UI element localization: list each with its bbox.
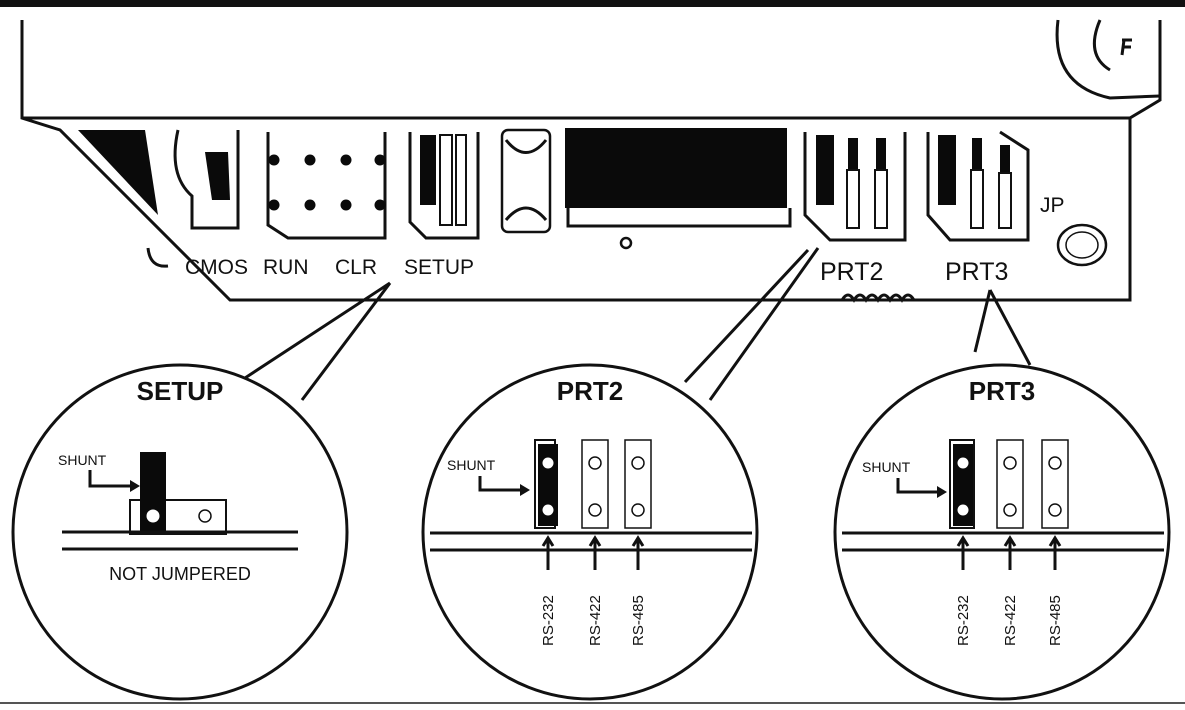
prt3-shunt-arrow <box>896 478 937 494</box>
setup-title: SETUP <box>137 376 224 406</box>
prt2-callout: PRT2 SHUNT RS-232 RS-422 RS-485 <box>421 247 820 701</box>
prt2-board-label: PRT2 <box>820 258 883 286</box>
run-label: RUN <box>263 256 309 279</box>
prt3-pin-rs485: RS-485 <box>1047 595 1064 646</box>
prt2-pin-rs422: RS-422 <box>587 595 604 646</box>
clr-label: CLR <box>335 256 377 279</box>
setup-callout: SETUP SHUNT NOT JUMPERED <box>11 281 392 701</box>
prt2-shunt-arrow <box>478 476 520 492</box>
setup-shunt-label: SHUNT <box>58 452 107 468</box>
setup-state-label: NOT JUMPERED <box>109 564 251 584</box>
prt3-board-label: PRT3 <box>945 258 1008 286</box>
prt3-pin-rs232: RS-232 <box>955 595 972 646</box>
prt3-pin-rs422: RS-422 <box>1002 595 1019 646</box>
run-clr-header-pins <box>268 154 386 211</box>
prt3-callout: PRT3 SHUNT RS-232 RS-422 RS-485 <box>833 289 1171 701</box>
prt2-pin-arrows <box>541 535 645 570</box>
jp-label: JP <box>1040 194 1065 217</box>
prt2-pin-rs232: RS-232 <box>540 595 557 646</box>
prt3-pin-arrows <box>956 535 1062 570</box>
prt3-shunt-label: SHUNT <box>862 459 911 475</box>
prt3-title: PRT3 <box>969 376 1035 406</box>
cmos-label: CMOS <box>185 256 248 279</box>
setup-shunt-arrow <box>88 470 130 488</box>
prt2-shunt-label: SHUNT <box>447 457 496 473</box>
circuit-board: CMOS RUN CLR SETUP PRT2 PRT3 JP <box>20 19 1162 303</box>
setup-board-label: SETUP <box>404 256 474 279</box>
top-border <box>0 0 1185 7</box>
prt3-header-board <box>926 130 1030 242</box>
prt2-header-board <box>803 132 907 242</box>
prt2-title: PRT2 <box>557 376 623 406</box>
prt2-pin-rs485: RS-485 <box>630 595 647 646</box>
